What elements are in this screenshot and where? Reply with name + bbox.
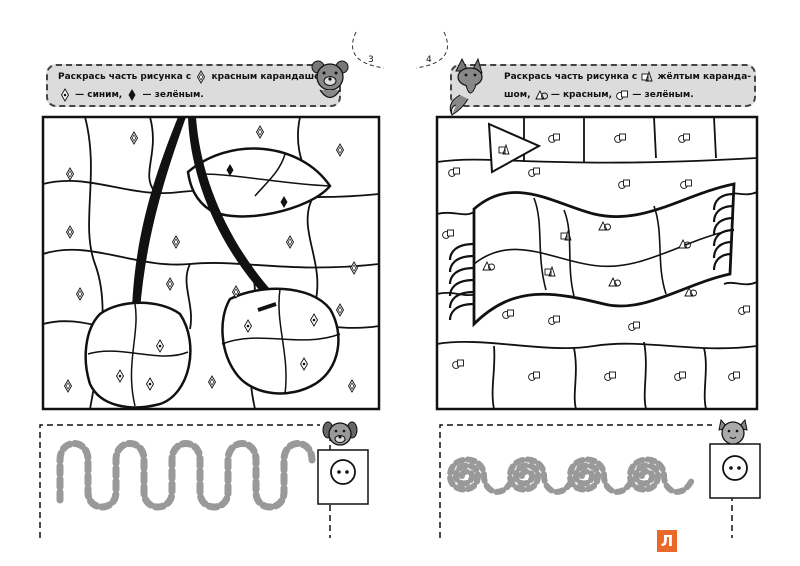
square-triangle-icon	[641, 71, 653, 81]
puppy-icon	[322, 421, 358, 446]
right-instruction-text-5: — зелёным.	[632, 90, 694, 100]
right-tracing-exercise	[439, 424, 761, 538]
left-instruction-box: Раскрась часть рисунка с красным каранда…	[46, 64, 341, 107]
left-instruction-text-3: — синим,	[75, 90, 123, 100]
left-page-number: 3	[368, 55, 374, 65]
left-instruction-text-1: Раскрась часть рисунка с	[58, 72, 192, 82]
diamond-outline-icon	[197, 70, 206, 83]
circle-square-icon	[616, 90, 629, 100]
fox-icon	[449, 57, 483, 116]
diamond-filled-icon	[128, 88, 136, 101]
left-instruction-text-4: — зелёным.	[142, 90, 204, 100]
left-tracing-exercise	[39, 424, 369, 538]
cherry-coloring-picture	[41, 115, 381, 411]
left-instruction-text-2: красным карандашом,	[211, 72, 332, 82]
right-instruction-box: Раскрась часть рисунка с жёлтым каранда-…	[450, 64, 756, 107]
scarf-coloring-picture	[435, 115, 759, 411]
publisher-logo: Л	[657, 530, 677, 552]
right-instruction-text-1: Раскрась часть рисунка с	[504, 72, 638, 82]
right-instruction-text-2: жёлтым каранда-	[657, 72, 752, 82]
diamond-dot-icon	[61, 88, 69, 101]
right-instruction-text-4: — красным,	[550, 90, 613, 100]
bear-cub-icon	[311, 60, 349, 99]
right-instruction-text-3: шом,	[504, 90, 531, 100]
kitten-icon	[718, 418, 748, 445]
page-divider-arcs	[352, 31, 448, 69]
triangle-circle-icon	[535, 90, 548, 99]
right-page-number: 4	[426, 55, 432, 65]
